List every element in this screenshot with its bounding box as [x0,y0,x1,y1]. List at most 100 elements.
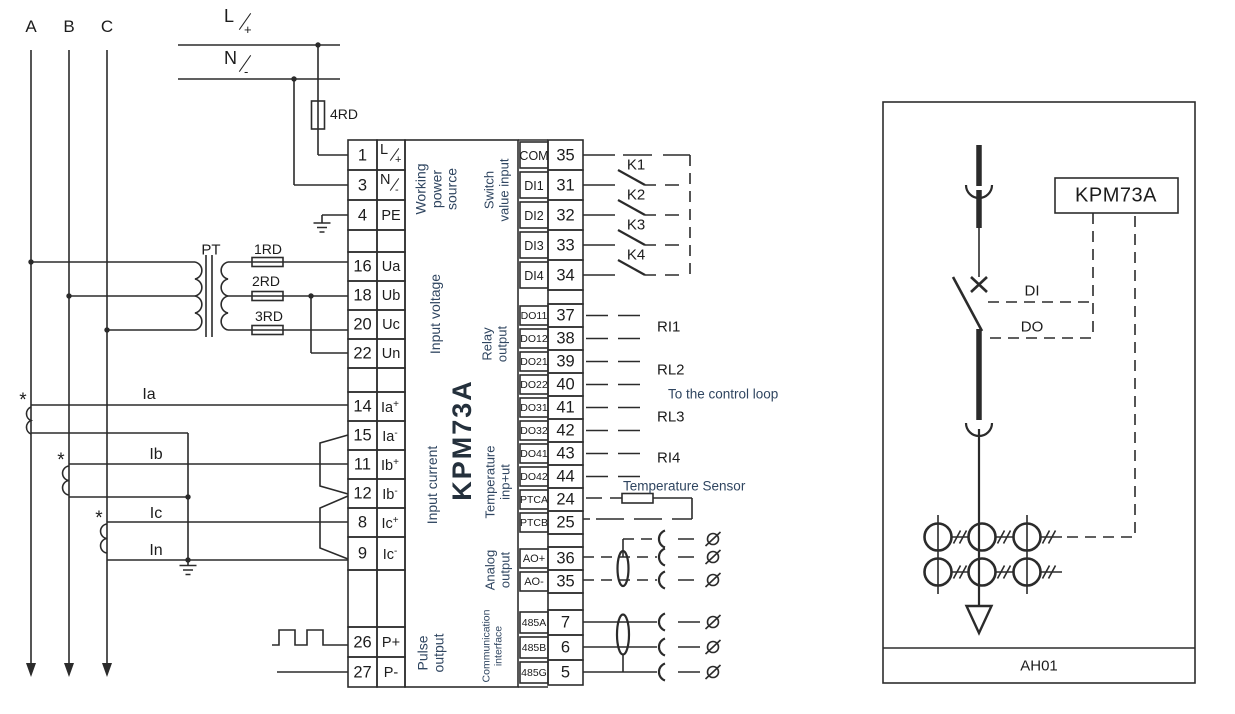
switch-k1-label: K1 [626,156,646,174]
right-terminal-DO32-num: 42 [556,421,575,440]
fuse-1rd-label: 1RD [253,241,283,257]
right-terminal-DO41-label: DO41 [520,448,548,460]
switch-blade-icon [617,259,646,276]
arrow-icon [964,604,994,636]
socket-icon [657,570,666,590]
right-terminal-DI2-label: DI2 [524,208,544,223]
cabinet-name: AH01 [1020,657,1058,675]
wire-ic-label: Ic [149,505,163,522]
screw-terminal-icon [704,549,722,565]
group-input-current: Input current [424,445,441,525]
group-input-voltage: Input voltage [427,273,444,355]
ct-coil-icon [61,465,70,496]
left-terminal-4-num: 4 [357,206,368,224]
switch-input-wiring [583,154,691,276]
switch-k2-label: K2 [626,186,646,204]
ct-polarity-mark: * [19,390,27,411]
right-terminal-DO11-label: DO11 [520,310,548,322]
group-analog-output: Analog output [482,549,512,591]
right-terminal-DO31-label: DO31 [520,402,548,414]
relay-rl3-label: RL3 [657,408,685,426]
terminal-grid [347,139,584,688]
right-terminal-485B-num: 6 [560,638,571,657]
left-terminal-27-num: 27 [353,663,372,681]
right-terminal-DO32-label: DO32 [520,425,548,437]
ground-icon [313,222,331,233]
right-terminal-DI1-label: DI1 [524,178,544,193]
right-terminal-DO22-label: DO22 [520,379,548,391]
temperature-sensor-wiring [583,492,693,520]
ct-coil-icon [99,523,108,554]
left-terminal-4-label: PE [381,207,401,224]
right-terminal-DO21-num: 39 [556,352,575,371]
switch-k3-label: K3 [626,216,646,234]
right-terminal-AO+-num: 36 [556,549,575,568]
left-terminal-15-label: Ia- [382,428,398,445]
right-terminal-PTCA-label: PTCA [519,494,549,506]
right-terminal-DI3-label: DI3 [524,238,544,253]
right-terminal-DO42-num: 44 [556,467,575,486]
screw-terminal-icon [704,531,722,547]
ground-icon [179,564,197,576]
group-pulse-output: Pulse output [414,633,446,673]
relay-ri4-label: RI4 [657,449,681,467]
phase-a-label: A [25,17,37,36]
right-terminal-DI1-num: 31 [556,176,575,194]
left-terminal-26-num: 26 [353,633,372,651]
left-terminal-15-num: 15 [353,426,372,445]
screw-terminal-icon [704,614,722,630]
left-terminal-26-label: P+ [381,634,401,651]
fuse-icon [251,256,284,268]
wire-in-label: In [149,542,163,559]
right-terminal-DO22-num: 40 [556,375,575,394]
group-working-power: Working power source [412,163,460,215]
working-power-wiring [178,42,348,233]
right-terminal-DO42-label: DO42 [520,471,548,483]
left-terminal-12-label: Ib- [382,486,398,503]
left-terminal-16-num: 16 [353,257,372,276]
screw-terminal-icon [704,572,722,588]
line-n-label: N- [224,48,260,84]
cabinet-do-label: DO [1020,318,1044,336]
switch-k4-label: K4 [626,246,646,264]
fuse-2rd-label: 2RD [251,273,281,289]
right-terminal-DO31-num: 41 [556,398,575,417]
left-terminal-1-num: 1 [357,146,368,164]
right-terminal-AO+-label: AO+ [522,553,546,565]
phase-c-label: C [100,17,114,36]
right-terminal-DI3-num: 33 [556,236,575,254]
breaker-icon [951,145,994,636]
left-terminal-18-label: Ub [381,288,401,304]
left-terminal-9-num: 9 [357,544,368,563]
temperature-sensor-label: Temperature Sensor [623,478,746,494]
screw-terminal-icon [704,639,722,655]
relay-rl2-label: RL2 [657,361,685,379]
group-communication-interface: Communication interface [480,609,504,683]
right-terminal-PTCB-label: PTCB [519,517,549,529]
ct-polarity-mark: * [57,450,65,471]
left-terminal-27-label: P- [383,664,399,681]
right-terminal-DO11-num: 37 [556,306,575,325]
switch-blade-icon [617,199,646,216]
left-terminal-14-num: 14 [353,397,372,416]
ct-wiring [25,404,349,576]
ct-coil-icon [25,406,34,435]
right-terminal-PTCA-num: 24 [556,490,575,509]
left-terminal-3-label: N- [380,171,400,196]
right-terminal-485A-num: 7 [560,613,571,632]
right-terminal-COM-label: COM [519,148,549,163]
socket-icon [657,662,666,682]
fuse-3rd-label: 3RD [254,308,284,324]
phase-lines [26,50,112,677]
left-terminal-16-label: Ua [381,259,401,275]
phase-b-label: B [63,17,75,36]
left-terminal-11-num: 11 [353,455,372,474]
cabinet-di-label: DI [1024,282,1040,300]
left-terminal-8-num: 8 [357,513,368,532]
wire-ib-label: Ib [149,446,163,463]
right-terminal-485A-label: 485A [521,617,547,629]
meter-model-label: KPM73A [446,379,477,501]
pt-transformer-icon [28,255,348,354]
right-terminal-485G-label: 485G [521,667,547,679]
